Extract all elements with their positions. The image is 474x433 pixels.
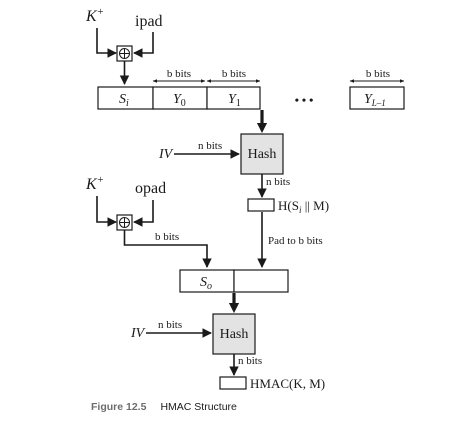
svg-text:Hash: Hash xyxy=(220,327,249,342)
inner-blocks-row: Si Y0 Y1 • • • YL–1 xyxy=(97,86,405,110)
xor-top-icon xyxy=(116,45,133,62)
ipad-label: ipad xyxy=(135,13,163,30)
svg-text:Hash: Hash xyxy=(248,147,277,162)
svg-text:b bits: b bits xyxy=(366,68,390,80)
key-top-label: K+ xyxy=(85,6,104,25)
hmac-output-label: HMAC(K, M) xyxy=(250,376,325,391)
pad-to-b-bits-label: Pad to b bits xyxy=(268,235,323,247)
opad-to-xor-line xyxy=(133,200,154,227)
ipad-to-xor-line xyxy=(133,32,154,58)
n-bits-label-hash2-out: n bits xyxy=(238,355,262,367)
svg-text:b bits: b bits xyxy=(222,68,246,80)
bits-dimension-yl: b bits xyxy=(349,68,405,83)
n-bits-label-hash1-out: n bits xyxy=(266,176,290,188)
xor-to-so-line xyxy=(123,230,212,268)
b-bits-label-outer: b bits xyxy=(155,231,179,243)
svg-text:YL–1: YL–1 xyxy=(364,92,386,108)
inner-hash-output-box xyxy=(247,198,275,212)
svg-text:Y0: Y0 xyxy=(173,92,186,109)
block-yl xyxy=(349,86,405,110)
hmac-output-box xyxy=(219,376,247,390)
n-bits-label-iv-outer: n bits xyxy=(158,319,182,331)
key-bottom-label: K+ xyxy=(85,174,104,193)
block-padded-inner xyxy=(233,269,289,293)
block-y1 xyxy=(206,86,261,110)
key-top-to-xor-line xyxy=(96,28,117,58)
outer-blocks-row: So xyxy=(179,269,289,293)
inner-hash-label: H(Si || M) xyxy=(278,198,329,215)
blocks-ellipsis: • • • xyxy=(295,93,314,107)
opad-label: opad xyxy=(135,180,166,197)
hash-box-outer: Hash xyxy=(212,313,256,355)
svg-text:So: So xyxy=(200,275,212,292)
iv-label-outer: IV xyxy=(130,326,146,341)
iv-label-inner: IV xyxy=(158,147,174,162)
key-bottom-to-xor-line xyxy=(96,196,117,227)
n-bits-label-iv-inner: n bits xyxy=(198,140,222,152)
svg-text:b bits: b bits xyxy=(167,68,191,80)
bits-dimension-y0: b bits xyxy=(152,68,206,83)
hash-box-inner: Hash xyxy=(240,133,284,175)
xor-bottom-icon xyxy=(116,214,133,231)
svg-text:Si: Si xyxy=(119,92,129,109)
svg-text:Y1: Y1 xyxy=(228,92,241,109)
bits-dimension-y1: b bits xyxy=(206,68,261,83)
